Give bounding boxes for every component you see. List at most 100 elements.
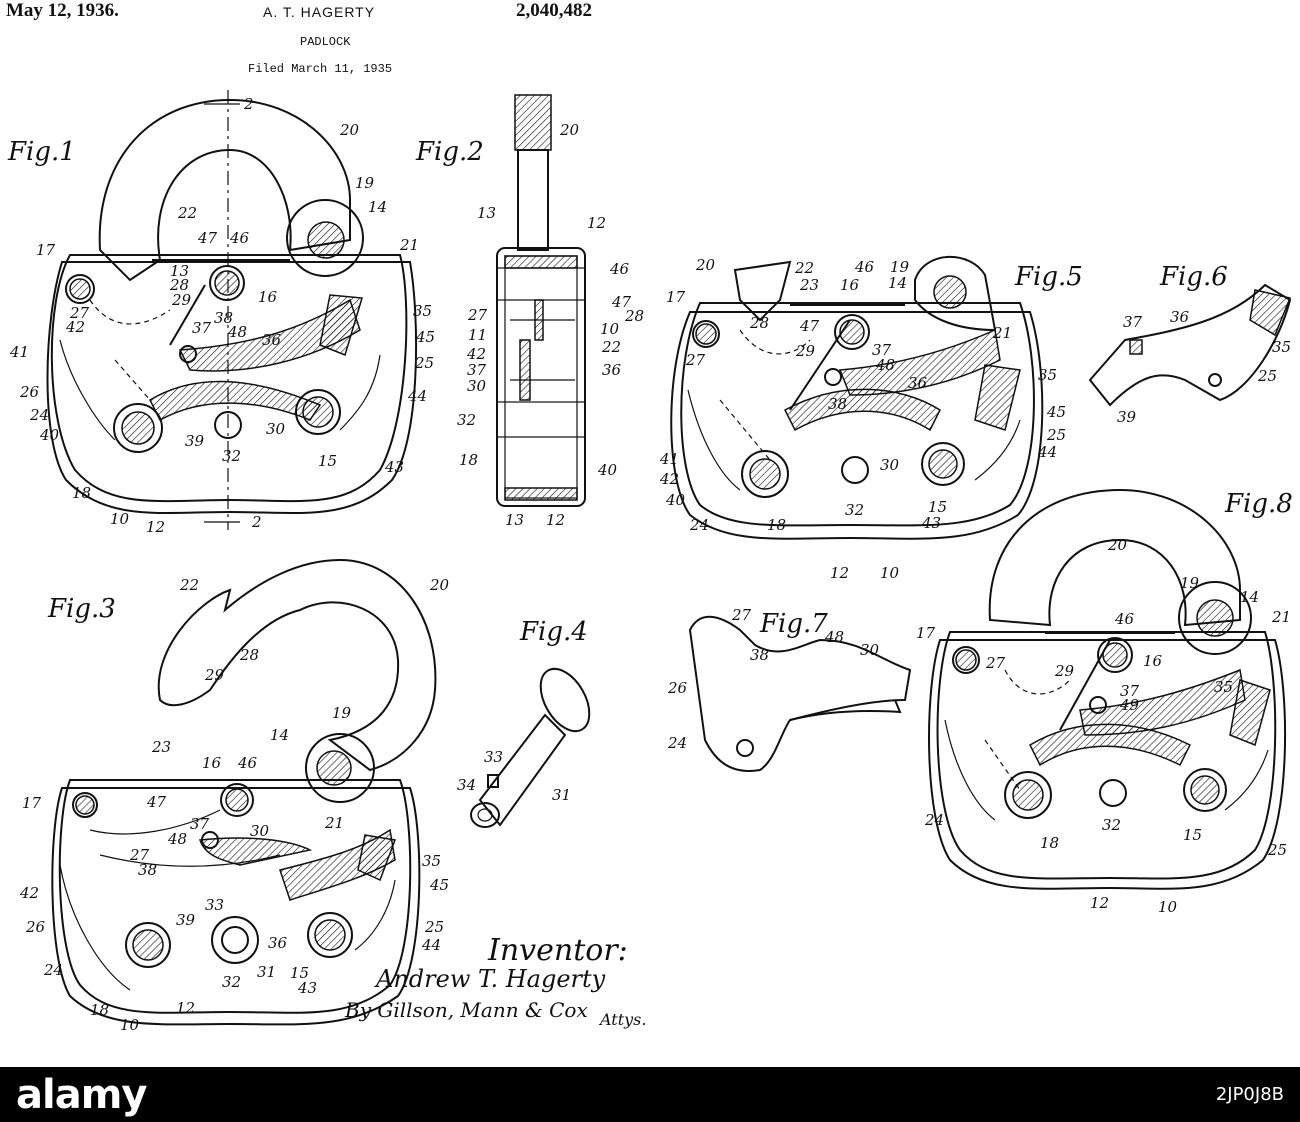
svg-text:16: 16 [258, 288, 278, 306]
signature-attys: Attys. [598, 1010, 646, 1029]
svg-text:29: 29 [795, 342, 816, 360]
svg-text:28: 28 [239, 646, 259, 664]
svg-text:29: 29 [171, 291, 192, 309]
svg-text:22: 22 [177, 204, 197, 222]
svg-text:12: 12 [830, 564, 849, 582]
svg-text:21: 21 [992, 324, 1012, 342]
svg-text:47: 47 [146, 793, 167, 811]
signature-name: Andrew T. Hagerty [374, 965, 606, 993]
svg-text:36: 36 [262, 331, 282, 349]
watermark-bar: alamy 2JP0J8B [0, 1067, 1300, 1122]
svg-text:12: 12 [176, 999, 195, 1017]
svg-text:49: 49 [1119, 696, 1140, 714]
svg-text:35: 35 [422, 852, 441, 870]
svg-text:48: 48 [875, 356, 895, 374]
svg-text:30: 30 [266, 420, 286, 438]
svg-text:42: 42 [19, 884, 39, 902]
svg-text:48: 48 [227, 323, 247, 341]
svg-text:21: 21 [1271, 608, 1291, 626]
svg-text:13: 13 [477, 204, 496, 222]
svg-text:18: 18 [90, 1001, 109, 1019]
svg-text:16: 16 [1143, 652, 1163, 670]
svg-text:43: 43 [384, 458, 404, 476]
svg-text:14: 14 [270, 726, 289, 744]
svg-text:24: 24 [29, 406, 49, 424]
svg-text:36: 36 [268, 934, 288, 952]
svg-text:26: 26 [667, 679, 688, 697]
figure-4: Fig.4 33 34 31 [457, 617, 599, 827]
svg-text:34: 34 [457, 776, 476, 794]
svg-text:22: 22 [179, 576, 199, 594]
svg-text:29: 29 [1054, 662, 1075, 680]
svg-text:20: 20 [559, 121, 580, 139]
svg-text:23: 23 [151, 738, 171, 756]
svg-text:14: 14 [888, 274, 907, 292]
svg-text:27: 27 [985, 654, 1006, 672]
figure-5: Fig.5 20 22 46 [659, 256, 1083, 582]
svg-text:30: 30 [880, 456, 900, 474]
watermark-code: 2JP0J8B [1216, 1084, 1284, 1105]
svg-text:40: 40 [665, 491, 686, 509]
svg-text:10: 10 [600, 320, 620, 338]
svg-text:18: 18 [767, 516, 786, 534]
svg-text:14: 14 [1240, 588, 1259, 606]
svg-text:13: 13 [505, 511, 524, 529]
svg-text:48: 48 [824, 628, 844, 646]
svg-text:12: 12 [1090, 894, 1109, 912]
svg-text:12: 12 [587, 214, 606, 232]
svg-text:18: 18 [459, 451, 478, 469]
svg-text:23: 23 [799, 276, 819, 294]
svg-text:15: 15 [318, 452, 337, 470]
fig8-label: Fig.8 [1224, 489, 1293, 519]
svg-text:39: 39 [176, 911, 196, 929]
svg-text:37: 37 [190, 815, 210, 833]
svg-text:35: 35 [1214, 678, 1233, 696]
svg-text:47: 47 [799, 317, 820, 335]
svg-text:30: 30 [860, 641, 880, 659]
svg-text:46: 46 [229, 229, 250, 247]
figure-8: Fig.8 20 19 14 [916, 489, 1293, 916]
svg-text:32: 32 [1102, 816, 1121, 834]
svg-text:18: 18 [1040, 834, 1059, 852]
svg-text:35: 35 [1272, 338, 1291, 356]
svg-text:45: 45 [415, 328, 435, 346]
fig6-label: Fig.6 [1159, 262, 1228, 292]
svg-text:24: 24 [43, 961, 63, 979]
svg-text:27: 27 [685, 351, 706, 369]
svg-text:10: 10 [880, 564, 900, 582]
svg-text:33: 33 [205, 896, 224, 914]
svg-text:22: 22 [601, 338, 621, 356]
svg-text:25: 25 [1267, 841, 1287, 859]
svg-text:43: 43 [921, 514, 941, 532]
svg-text:42: 42 [659, 470, 679, 488]
svg-text:27: 27 [731, 606, 752, 624]
svg-text:36: 36 [1170, 308, 1190, 326]
svg-text:26: 26 [19, 383, 40, 401]
fig7-label: Fig.7 [759, 609, 828, 639]
patent-sheet: May 12, 1936. A. T. HAGERTY 2,040,482 PA… [0, 0, 1300, 1067]
svg-text:19: 19 [355, 174, 375, 192]
svg-text:27: 27 [467, 306, 488, 324]
fig2-label: Fig.2 [415, 137, 484, 167]
svg-text:24: 24 [689, 516, 709, 534]
svg-text:10: 10 [120, 1016, 140, 1034]
watermark-brand: alamy [16, 1072, 146, 1118]
svg-text:24: 24 [667, 734, 687, 752]
fig3-label: Fig.3 [47, 594, 116, 624]
svg-text:25: 25 [424, 918, 444, 936]
svg-text:20: 20 [429, 576, 450, 594]
svg-text:36: 36 [908, 374, 928, 392]
svg-text:31: 31 [257, 963, 276, 981]
svg-text:19: 19 [1180, 574, 1200, 592]
svg-text:28: 28 [624, 307, 644, 325]
svg-text:37: 37 [1123, 313, 1143, 331]
inventor-signature: Inventor: Andrew T. Hagerty By Gillson, … [344, 933, 646, 1029]
svg-text:37: 37 [192, 319, 212, 337]
figure-3: Fig.3 22 20 28 [19, 560, 450, 1034]
svg-text:43: 43 [297, 979, 317, 997]
svg-text:41: 41 [9, 343, 29, 361]
svg-text:21: 21 [324, 814, 344, 832]
svg-text:12: 12 [146, 518, 165, 536]
svg-text:20: 20 [339, 121, 360, 139]
svg-text:31: 31 [552, 786, 571, 804]
